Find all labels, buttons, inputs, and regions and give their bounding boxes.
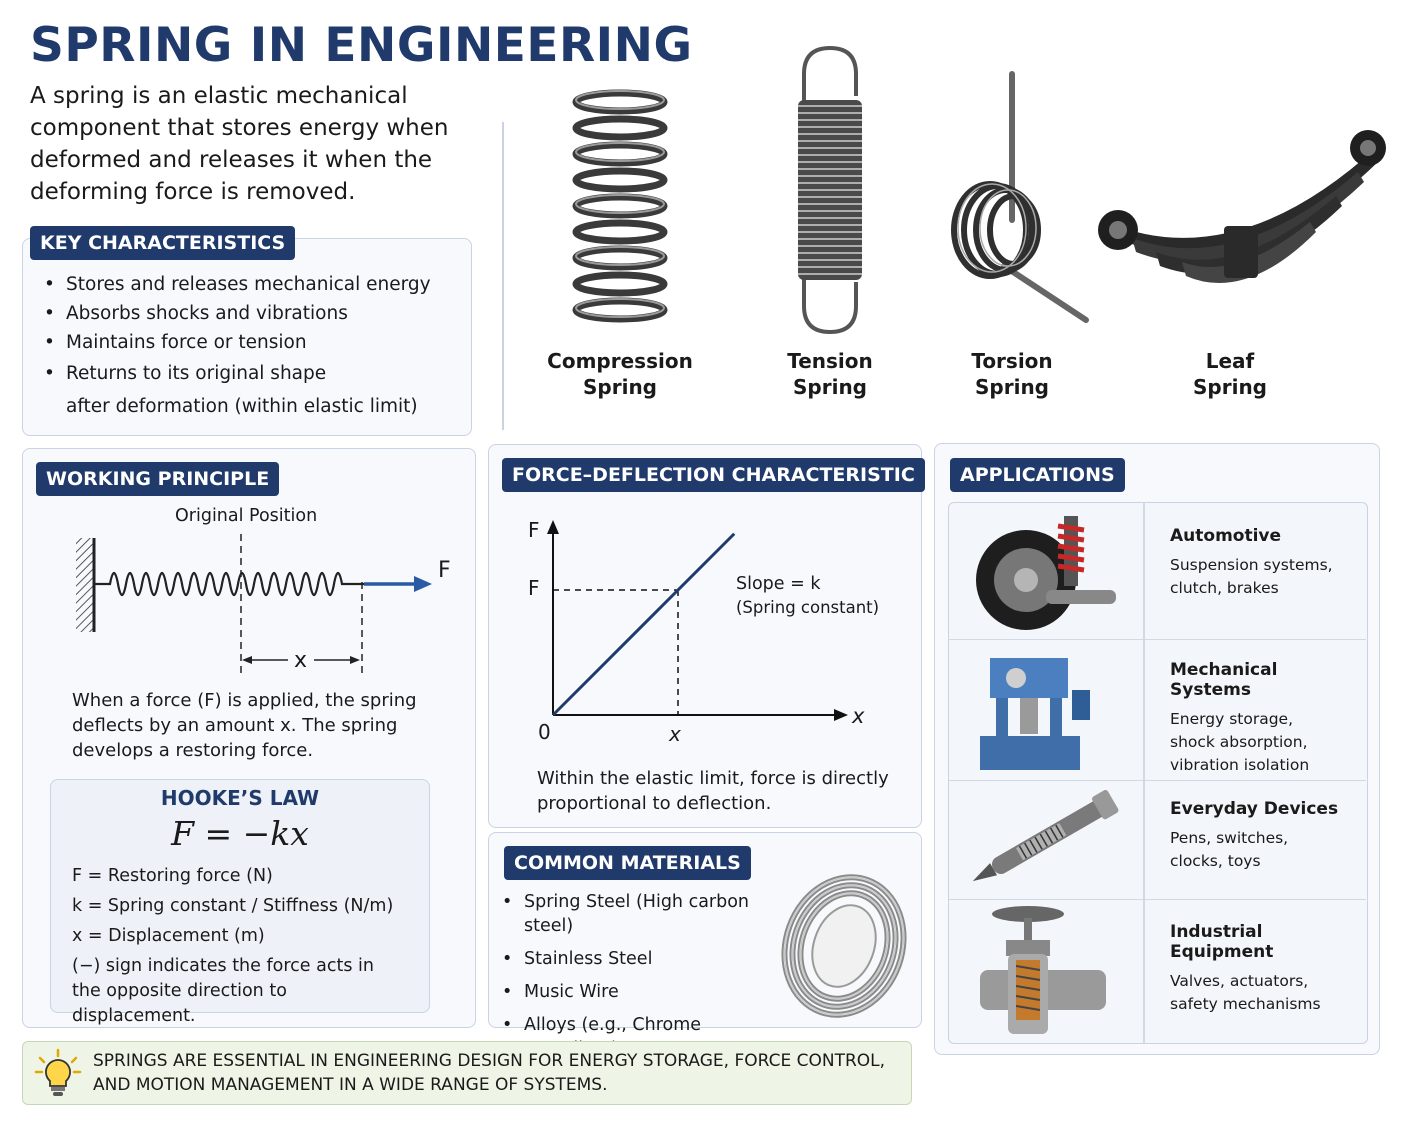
- list-item-continuation: after deformation (within elastic limit): [66, 396, 418, 417]
- definition-sign: (−) sign indicates the force acts in the…: [72, 956, 374, 1026]
- working-principle-heading: WORKING PRINCIPLE: [36, 462, 280, 496]
- x-axis-label: x: [852, 704, 865, 728]
- application-industrial: Industrial Equipment Valves, actuators, …: [1170, 922, 1360, 1016]
- deflection-tick-label: x: [669, 722, 681, 746]
- force-deflection-panel: [488, 444, 922, 828]
- press-machine-icon: [980, 658, 1090, 770]
- displacement-label: x: [294, 648, 308, 673]
- torsion-spring-icon: [951, 71, 1089, 323]
- list-item: Stainless Steel: [500, 947, 800, 971]
- application-row: [948, 780, 1366, 781]
- hookes-law-panel: [50, 779, 430, 1013]
- footer-line: SPRINGS ARE ESSENTIAL IN ENGINEERING DES…: [93, 1051, 886, 1071]
- leaf-spring-icon: [1098, 130, 1386, 284]
- application-desc: Pens, switches,: [1170, 829, 1289, 847]
- wire-coil-icon: [781, 874, 907, 1018]
- materials-list: Spring Steel (High carbon steel) Stainle…: [500, 890, 800, 1061]
- application-title: Mechanical Systems: [1170, 660, 1278, 700]
- application-title: Everyday Devices: [1170, 799, 1339, 819]
- spring-diagram: [76, 534, 432, 678]
- torsion-spring-label: Torsion Spring: [942, 348, 1082, 400]
- spring-type-suffix: Spring: [975, 375, 1049, 399]
- force-tick-label: F: [528, 576, 540, 600]
- application-desc: clutch, brakes: [1170, 579, 1279, 597]
- spring-coil: [94, 571, 364, 597]
- spring-type-suffix: Spring: [1193, 375, 1267, 399]
- application-desc: clocks, toys: [1170, 852, 1261, 870]
- force-label: F: [438, 558, 451, 583]
- footer-banner: [22, 1041, 912, 1105]
- application-desc: Suspension systems,: [1170, 556, 1333, 574]
- spring-type-suffix: Spring: [793, 375, 867, 399]
- application-desc: Valves, actuators,: [1170, 972, 1309, 990]
- hookes-law-equation: F = −kx: [171, 814, 309, 853]
- application-desc: vibration isolation: [1170, 756, 1310, 774]
- application-row: [948, 639, 1366, 640]
- tension-spring-label: Tension Spring: [760, 348, 900, 400]
- intro-text: A spring is an elastic mechanical compon…: [30, 83, 449, 205]
- application-title: Automotive: [1170, 526, 1282, 546]
- compression-spring-label: Compression Spring: [540, 348, 700, 400]
- origin-label: 0: [538, 720, 551, 744]
- footer-text: SPRINGS ARE ESSENTIAL IN ENGINEERING DES…: [93, 1049, 903, 1097]
- spring-type-name: Compression: [547, 349, 693, 373]
- spring-type-name: Torsion: [971, 349, 1053, 373]
- hookes-law-defs: F = Restoring force (N) k = Spring const…: [72, 864, 422, 1029]
- divider: [502, 122, 504, 430]
- spring-type-name: Tension: [787, 349, 873, 373]
- definition-force: F = Restoring force (N): [72, 866, 273, 886]
- application-mechanical: Mechanical Systems Energy storage, shock…: [1170, 660, 1360, 777]
- application-row: [948, 899, 1366, 900]
- lightbulb-icon: [34, 1048, 82, 1096]
- list-item: Stores and releases mechanical energy: [42, 274, 462, 295]
- spring-type-suffix: Spring: [583, 375, 657, 399]
- application-desc: safety mechanisms: [1170, 995, 1321, 1013]
- y-axis-label: F: [528, 518, 540, 542]
- x-axis-arrow: [834, 709, 848, 721]
- wheel-suspension-icon: [976, 516, 1116, 630]
- compression-spring-icon: [572, 89, 668, 323]
- force-deflection-caption: Within the elastic limit, force is direc…: [537, 768, 889, 814]
- wall-hatch: [76, 538, 94, 632]
- definition-spring-constant: k = Spring constant / Stiffness (N/m): [72, 896, 394, 916]
- list-item: Maintains force or tension: [42, 332, 462, 353]
- tension-spring-icon: [798, 45, 862, 335]
- page-title: SPRING IN ENGINEERING: [30, 18, 693, 73]
- pen-icon: [972, 790, 1119, 882]
- applications-heading: APPLICATIONS: [950, 458, 1125, 492]
- application-desc: Energy storage,: [1170, 710, 1294, 728]
- force-deflection-chart: [547, 520, 848, 721]
- key-characteristics-list: Stores and releases mechanical energy Ab…: [42, 274, 462, 384]
- original-position-label: Original Position: [175, 506, 318, 526]
- materials-heading: COMMON MATERIALS: [504, 846, 751, 880]
- spring-type-name: Leaf: [1205, 349, 1255, 373]
- list-item: Returns to its original shape: [42, 363, 462, 384]
- leaf-spring-label: Leaf Spring: [1160, 348, 1300, 400]
- slope-sublabel: (Spring constant): [736, 598, 880, 617]
- list-item: Music Wire: [500, 980, 800, 1004]
- force-deflection-line: [551, 532, 736, 717]
- applications-divider: [1143, 503, 1145, 1043]
- application-everyday: Everyday Devices Pens, switches, clocks,…: [1170, 799, 1360, 873]
- y-axis-arrow: [547, 520, 559, 534]
- working-principle-description: When a force (F) is applied, the spring …: [72, 690, 417, 761]
- list-item: Absorbs shocks and vibrations: [42, 303, 462, 324]
- definition-displacement: x = Displacement (m): [72, 926, 265, 946]
- list-item: Spring Steel (High carbon steel): [500, 890, 800, 938]
- application-desc: shock absorption,: [1170, 733, 1308, 751]
- valve-icon: [980, 906, 1106, 1034]
- application-title: Industrial Equipment: [1170, 922, 1274, 962]
- key-characteristics-heading: KEY CHARACTERISTICS: [30, 226, 296, 260]
- application-automotive: Automotive Suspension systems, clutch, b…: [1170, 526, 1360, 600]
- force-arrow-icon: [414, 576, 432, 592]
- slope-label: Slope = k: [736, 574, 821, 594]
- hookes-law-heading: HOOKE’S LAW: [160, 786, 320, 810]
- footer-line: AND MOTION MANAGEMENT IN A WIDE RANGE OF…: [93, 1075, 608, 1095]
- force-deflection-heading: FORCE–DEFLECTION CHARACTERISTIC: [502, 458, 925, 492]
